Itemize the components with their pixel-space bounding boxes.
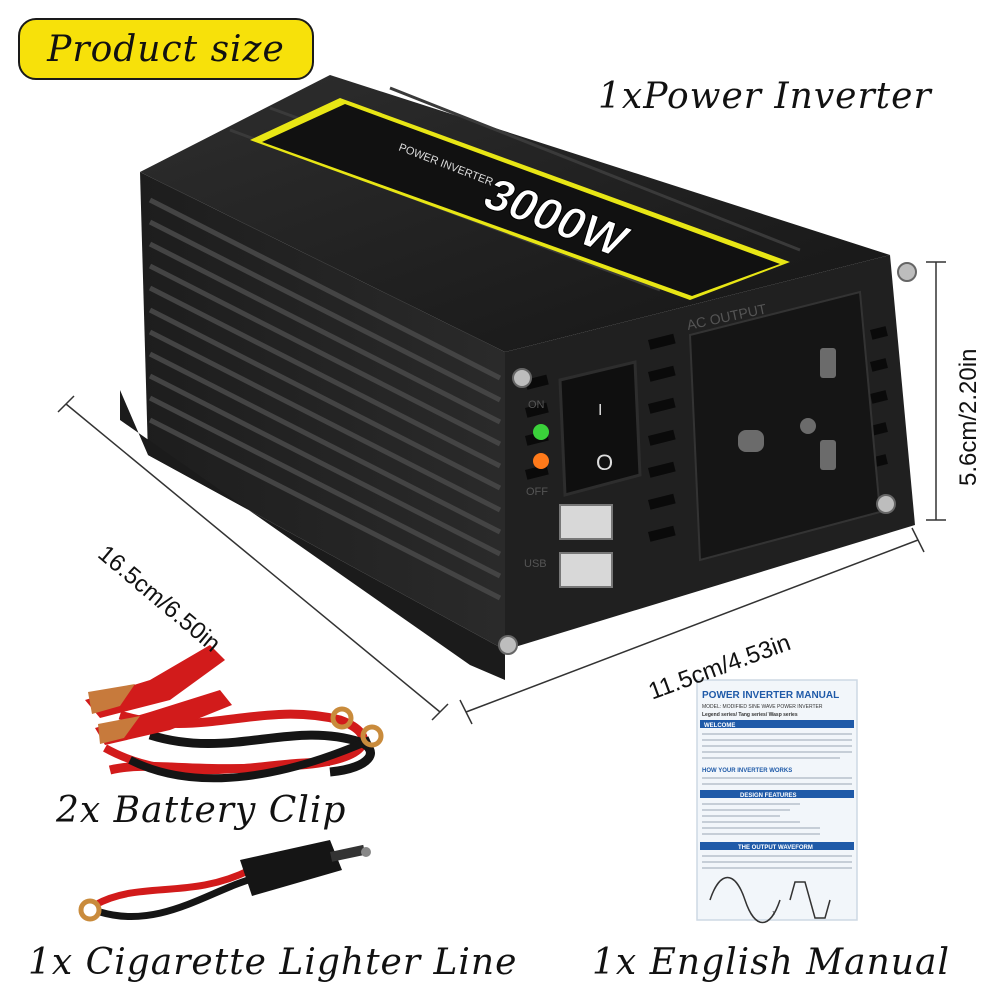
switch-on-mark: I xyxy=(598,402,602,419)
manual-welcome: WELCOME xyxy=(704,723,735,729)
badge-label: Product size xyxy=(47,28,285,70)
caption-lighter-line: 1x Cigarette Lighter Line xyxy=(28,942,518,983)
socket-holes xyxy=(738,348,836,470)
dimension-height: 5.6cm/2.20in xyxy=(955,348,982,486)
switch-off-mark: O xyxy=(596,450,613,475)
battery-clips-illustration xyxy=(85,645,384,783)
dimension-lines xyxy=(57,261,946,725)
lighter-line-illustration xyxy=(78,840,371,922)
mounting-flange xyxy=(120,390,505,680)
usb-port-2 xyxy=(559,552,613,588)
manual-series: Legend series/ Tang series/ Wasp series xyxy=(702,712,798,718)
ac-socket xyxy=(688,290,882,562)
screws xyxy=(498,262,917,655)
manual-model: MODEL: MODIFIED SINE WAVE POWER INVERTER xyxy=(702,704,823,710)
led-green xyxy=(533,424,549,440)
power-inverter: 3000W POWER INVERTER AC OUTPUT xyxy=(120,75,917,680)
switch-off-label: OFF xyxy=(526,486,548,498)
manual-title: POWER INVERTER MANUAL xyxy=(702,690,839,701)
usb-port-1 xyxy=(559,504,613,540)
led-orange xyxy=(533,453,549,469)
manual-section-works: HOW YOUR INVERTER WORKS xyxy=(702,768,792,774)
manual-section-features: DESIGN FEATURES xyxy=(740,793,797,799)
caption-inverter: 1xPower Inverter xyxy=(598,76,932,117)
usb-label: USB xyxy=(524,558,547,570)
power-switch xyxy=(558,360,642,497)
manual-page-number: 1 xyxy=(772,911,775,917)
product-size-badge: Product size xyxy=(18,18,314,80)
caption-battery-clip: 2x Battery Clip xyxy=(56,790,347,831)
english-manual: POWER INVERTER MANUAL MODEL: MODIFIED SI… xyxy=(696,679,858,923)
manual-section-waveform: THE OUTPUT WAVEFORM xyxy=(738,845,813,851)
cooling-fins xyxy=(148,197,502,601)
caption-manual: 1x English Manual xyxy=(592,942,950,983)
switch-on-label: ON xyxy=(528,399,545,411)
